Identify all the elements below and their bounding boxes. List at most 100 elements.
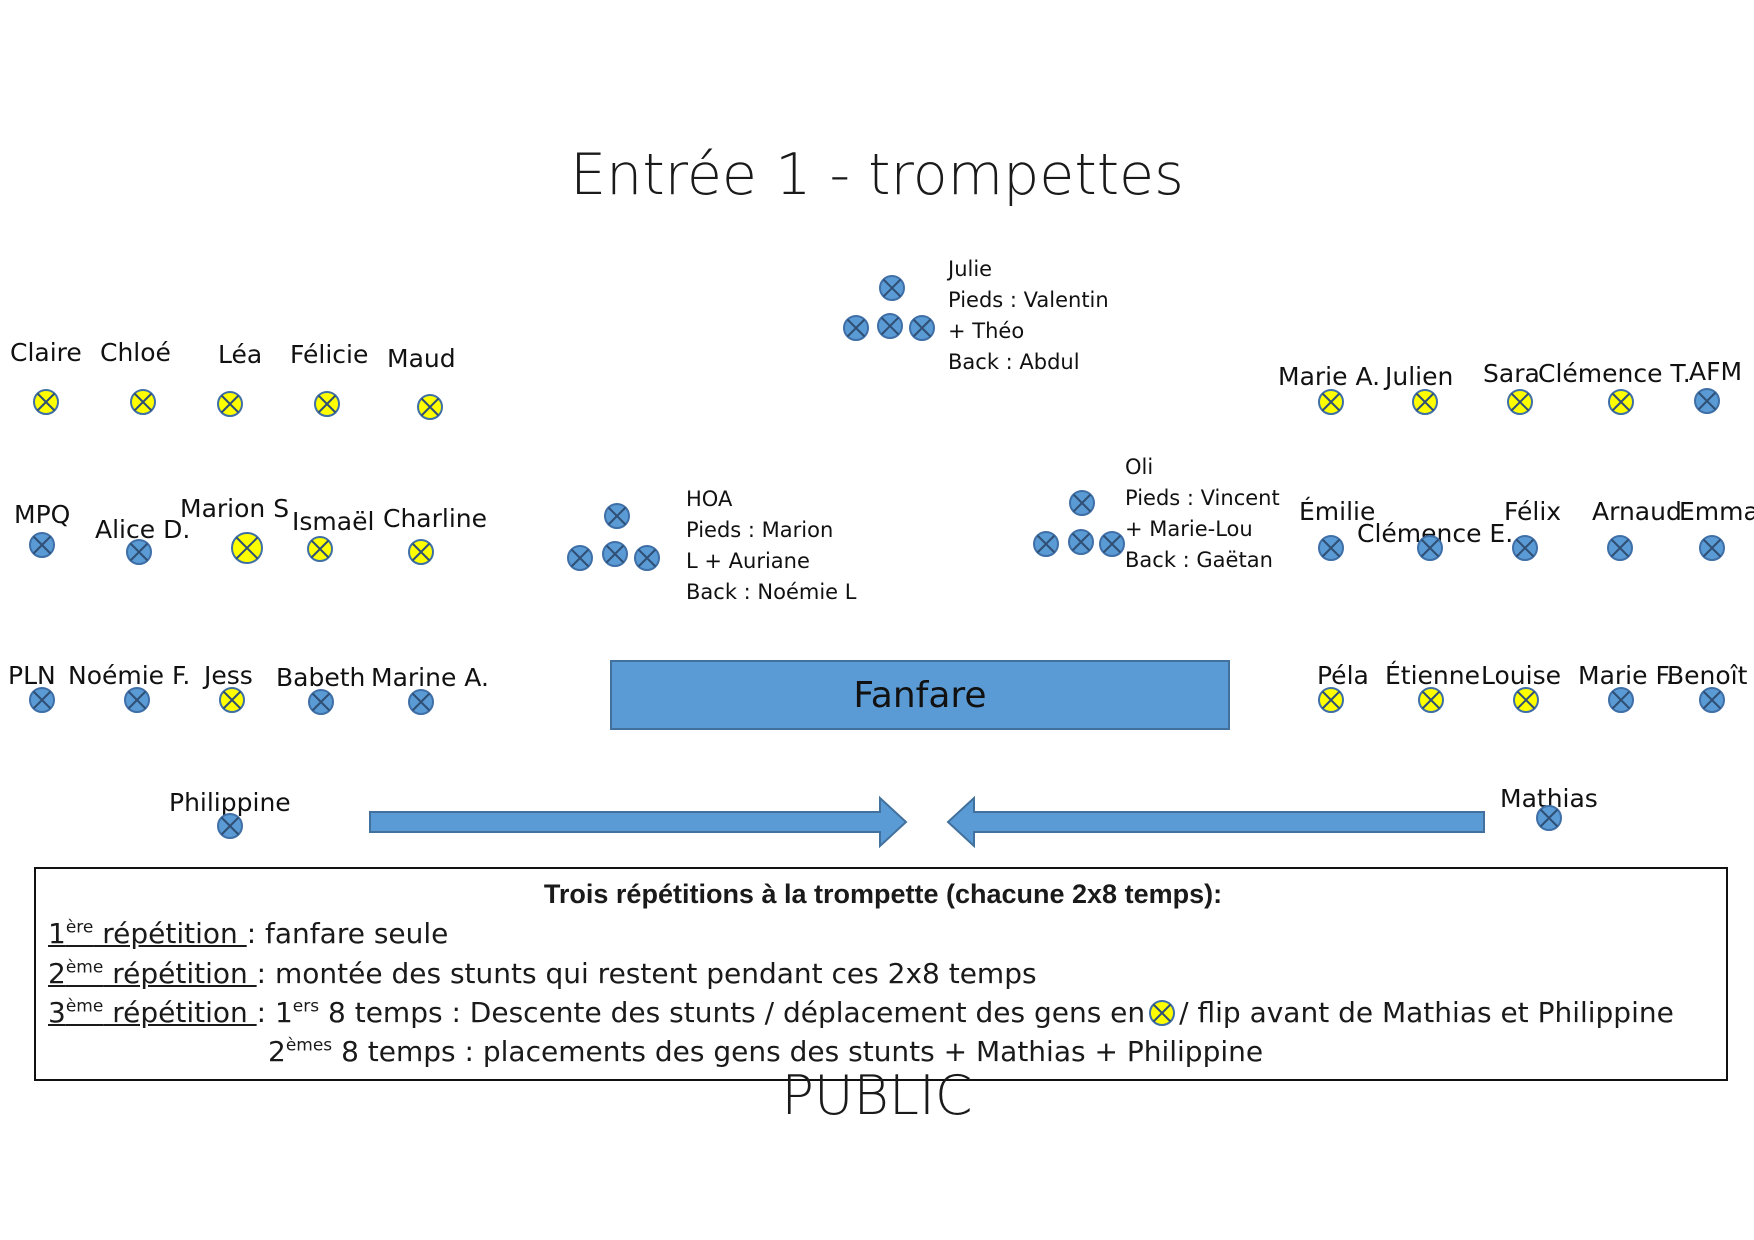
stunt-hoa-marker-3: [602, 541, 628, 567]
fanfare-label: Fanfare: [853, 674, 987, 716]
person-label-pela: Péla: [1317, 661, 1369, 690]
person-marker-marion: [231, 532, 263, 564]
person-marker-afm: [1694, 388, 1720, 414]
yellow-marker-icon: [1149, 1000, 1176, 1026]
person-label-marion: Marion S: [180, 494, 290, 523]
instructions-heading: Trois répétitions à la trompette (chacun…: [543, 879, 1223, 909]
stunt-julie-line-1: Julie: [948, 257, 993, 281]
person-marker-arnaud: [1607, 535, 1633, 561]
person-marker-clemencee: [1417, 535, 1443, 561]
person-marker-sara: [1507, 389, 1533, 415]
public-label: PUBLIC: [781, 1064, 973, 1127]
person-marker-etienne: [1418, 687, 1444, 713]
person-label-julien: Julien: [1385, 362, 1454, 391]
person-marker-pela: [1318, 687, 1344, 713]
stunt-hoa-line-1: HOA: [686, 487, 733, 511]
person-label-sara: Sara: [1483, 359, 1540, 388]
repetition-1-text: : fanfare seule: [246, 917, 449, 950]
person-marker-maud: [417, 394, 443, 420]
person-marker-mpq: [29, 532, 55, 558]
repetition-2-label: 2ème répétition: [48, 957, 257, 990]
person-label-chloe: Chloé: [100, 338, 171, 367]
repetition-3-label: 3ème répétition: [48, 996, 257, 1029]
person-label-lea: Léa: [218, 340, 263, 369]
repetition-2-text: : montée des stunts qui restent pendant …: [256, 957, 1037, 990]
stunt-hoa-line-4: Back : Noémie L: [686, 580, 857, 604]
person-marker-emilie: [1318, 535, 1344, 561]
person-marker-lea: [217, 391, 243, 417]
stunt-julie-marker-1: [879, 275, 905, 301]
person-marker-mathias: [1536, 805, 1562, 831]
stunt-hoa-marker-4: [634, 545, 660, 571]
stunt-julie-line-3: + Théo: [948, 319, 1025, 343]
person-label-emilie: Émilie: [1299, 497, 1376, 526]
person-marker-philippine: [217, 813, 243, 839]
person-marker-mariea: [1318, 389, 1344, 415]
person-marker-alice: [126, 539, 152, 565]
stunt-julie-marker-3: [877, 313, 903, 339]
arrow-left: [946, 795, 1485, 849]
person-marker-emma: [1699, 535, 1725, 561]
person-label-marief: Marie F.: [1578, 661, 1674, 690]
person-label-maud: Maud: [387, 344, 456, 373]
stunt-hoa-marker-1: [604, 503, 630, 529]
person-label-mpq: MPQ: [14, 500, 71, 529]
fanfare-block: Fanfare: [610, 660, 1230, 730]
stunt-oli-line-3: + Marie-Lou: [1125, 517, 1253, 541]
person-marker-clemencet: [1608, 389, 1634, 415]
person-marker-chloe: [130, 389, 156, 415]
person-marker-julien: [1412, 389, 1438, 415]
person-label-afm: AFM: [1689, 357, 1743, 386]
stunt-julie-marker-4: [909, 315, 935, 341]
person-marker-marief: [1608, 687, 1634, 713]
stunt-hoa-line-2: Pieds : Marion: [686, 518, 834, 542]
person-marker-pln: [29, 687, 55, 713]
stunt-julie-marker-2: [843, 315, 869, 341]
person-label-clemencet: Clémence T.: [1538, 359, 1691, 388]
stunt-julie-line-2: Pieds : Valentin: [948, 288, 1109, 312]
person-label-benoit: Benoît: [1667, 661, 1748, 690]
person-label-noemie: Noémie F.: [68, 661, 191, 690]
person-label-ismael: Ismaël: [292, 507, 375, 536]
stunt-hoa-marker-2: [567, 545, 593, 571]
person-label-felix: Félix: [1504, 497, 1562, 526]
person-marker-benoit: [1699, 687, 1725, 713]
person-marker-marine: [408, 689, 434, 715]
person-marker-charline: [408, 539, 434, 565]
person-marker-noemie: [124, 687, 150, 713]
person-label-mariea: Marie A.: [1278, 362, 1381, 391]
person-marker-claire: [33, 389, 59, 415]
stunt-hoa-line-3: L + Auriane: [686, 549, 810, 573]
repetition-1-label: 1ère répétition: [48, 917, 247, 950]
person-label-arnaud: Arnaud: [1592, 497, 1682, 526]
person-marker-ismael: [307, 536, 333, 562]
stunt-julie-line-4: Back : Abdul: [948, 350, 1080, 374]
person-label-louise: Louise: [1481, 661, 1561, 690]
person-marker-felicie: [314, 391, 340, 417]
person-marker-louise: [1513, 687, 1539, 713]
stunt-oli-marker-2: [1033, 531, 1059, 557]
repetition-2: 2ème répétition : montée des stunts qui …: [48, 957, 1037, 990]
person-marker-jess: [219, 687, 245, 713]
stunt-oli-line-2: Pieds : Vincent: [1125, 486, 1280, 510]
arrow-right: [369, 795, 908, 849]
person-label-jess: Jess: [204, 661, 253, 690]
page-title: Entrée 1 - trompettes: [570, 142, 1184, 208]
repetition-3-second-part: 2èmes 8 temps : placements des gens des …: [268, 1035, 1264, 1068]
person-label-marine: Marine A.: [371, 663, 489, 692]
repetition-3: 3ème répétition : 1ers 8 temps : Descent…: [48, 996, 1674, 1029]
person-label-charline: Charline: [383, 504, 488, 533]
person-marker-babeth: [308, 689, 334, 715]
person-label-pln: PLN: [8, 661, 56, 690]
stunt-oli-marker-3: [1068, 529, 1094, 555]
stunt-oli-marker-1: [1069, 490, 1095, 516]
repetition-1: 1ère répétition : fanfare seule: [48, 917, 448, 950]
person-label-babeth: Babeth: [276, 663, 366, 692]
person-marker-felix: [1512, 535, 1538, 561]
stunt-oli-line-1: Oli: [1125, 455, 1154, 479]
person-label-felicie: Félicie: [290, 340, 369, 369]
